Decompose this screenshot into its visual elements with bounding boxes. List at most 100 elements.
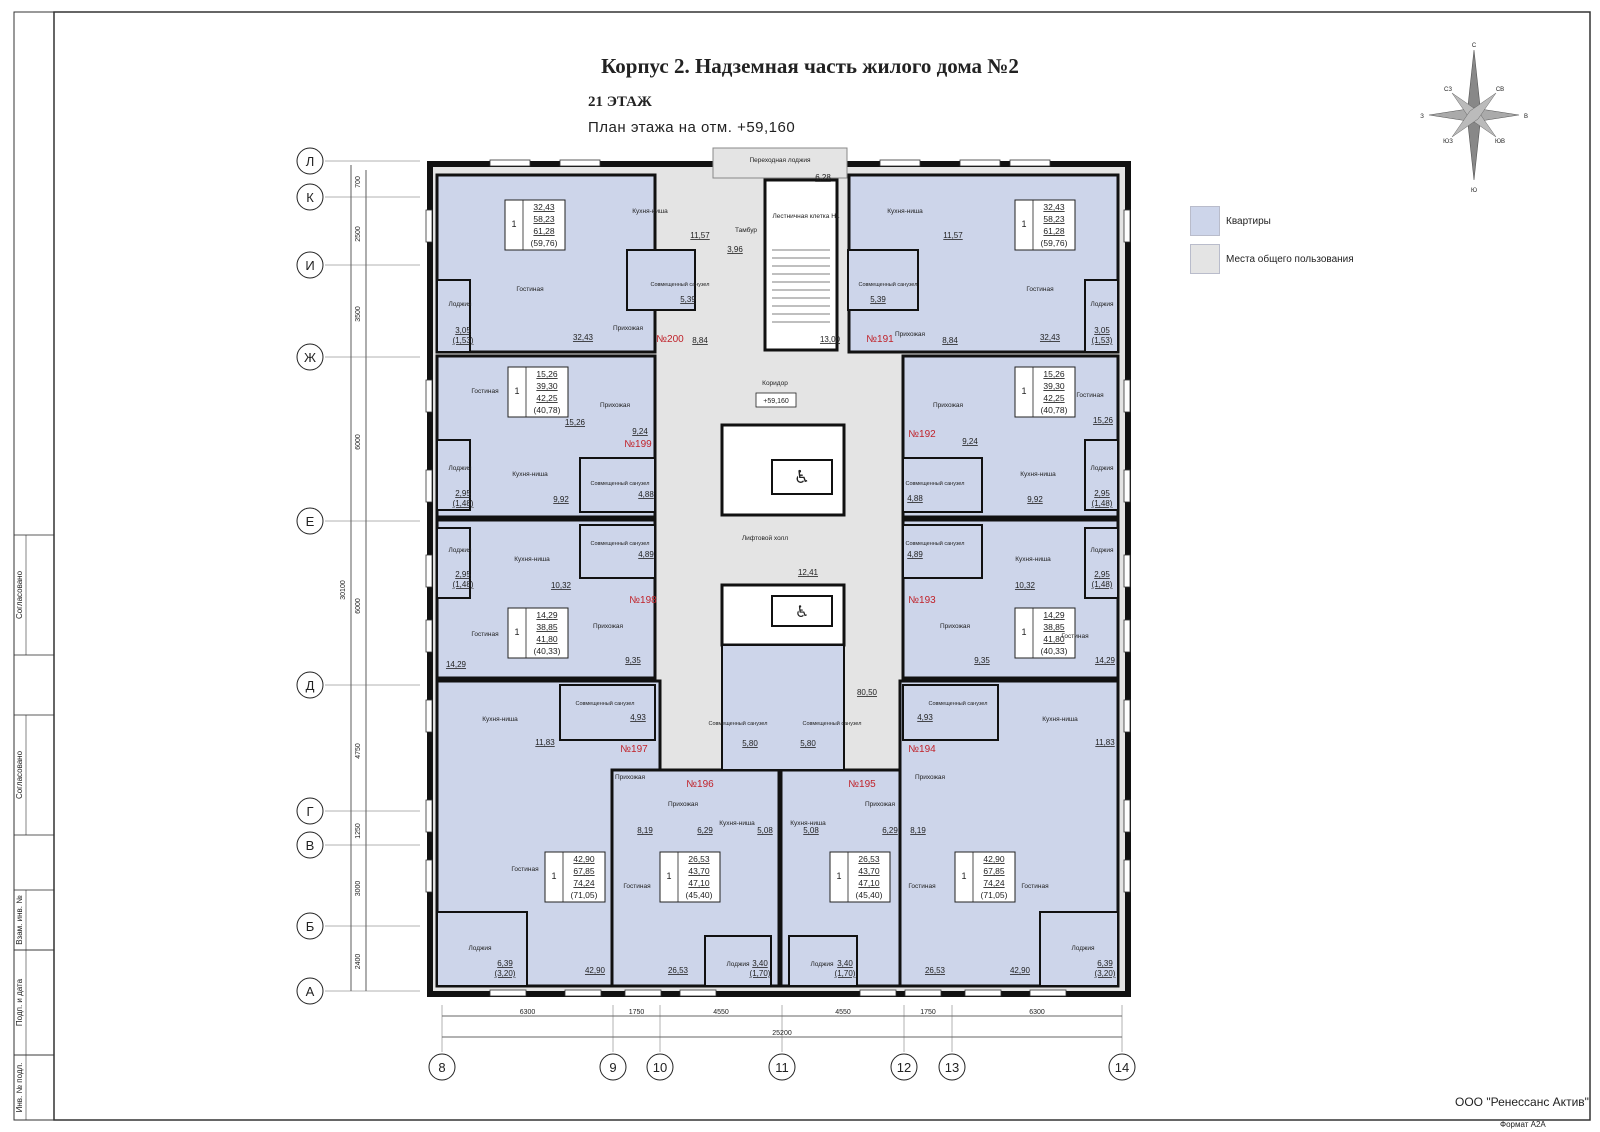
room-area-kitchen: 5,08	[757, 826, 773, 835]
row-axis-label: В	[306, 838, 315, 853]
col-axis-marker	[646, 1053, 674, 1081]
window	[425, 469, 433, 503]
room-label-loggia: Лоджия	[448, 465, 472, 472]
bathroom	[847, 249, 919, 311]
row-axis-label: И	[305, 258, 314, 273]
room-area-living: 15,26	[1093, 416, 1114, 425]
room-area-hall: 8,19	[637, 826, 653, 835]
room-label-kitchen: Кухня-ниша	[632, 208, 668, 215]
row-dimension-value: 6000	[355, 434, 362, 450]
room-label-living: Гостиная	[1061, 633, 1089, 640]
col-axis-label: 8	[438, 1060, 445, 1075]
apartment-stat-value: (59,76)	[531, 238, 558, 248]
window	[425, 379, 433, 413]
apartment-stat-value: 42,90	[983, 854, 1005, 864]
room-area-loggia: 3,40	[752, 959, 768, 968]
room-label-kitchen: Кухня-ниша	[887, 208, 923, 215]
room-area-bath: 5,80	[742, 739, 758, 748]
apartment-rooms-count: 1	[836, 871, 841, 881]
stair-shaft	[763, 178, 839, 352]
col-axis-marker	[890, 1053, 918, 1081]
room-label-bath: Совмещенный санузел	[905, 540, 964, 547]
apartment-rooms-count: 1	[551, 871, 556, 881]
apartment-rooms-count: 1	[1021, 386, 1026, 396]
stamp-label: Взам. инв. №	[15, 895, 24, 945]
apartment-stat-value: 61,28	[1043, 226, 1065, 236]
apartment-stat-value: 26,53	[688, 854, 710, 864]
room-area-kitchen: 11,57	[690, 231, 710, 240]
room-label-hall: Прихожая	[593, 623, 624, 630]
room-label-loggia: Лоджия	[1071, 945, 1095, 952]
loggia	[788, 935, 858, 987]
apartment-stat-box	[507, 366, 569, 418]
room-area-kitchen: 10,32	[551, 581, 572, 590]
room-area-living: 32,43	[573, 333, 594, 342]
compass-southwest: ЮЗ	[1443, 139, 1453, 145]
apartment-stat-value: 38,85	[536, 622, 558, 632]
compass-icon	[1451, 92, 1497, 138]
room-area-bath: 4,93	[630, 713, 646, 722]
col-dimension-value: 4550	[713, 1009, 729, 1016]
apartment-number: №198	[629, 595, 657, 606]
room-label-loggia: Лоджия	[1090, 547, 1114, 554]
room-label-bath: Совмещенный санузел	[590, 480, 649, 487]
row-dimension-value: 3000	[355, 881, 362, 897]
room-label-living: Гостиная	[511, 866, 539, 873]
col-dimension-value: 1750	[629, 1009, 645, 1016]
room-area-kitchen: 11,57	[943, 231, 963, 240]
window	[564, 989, 602, 997]
room-label-living: Гостиная	[471, 631, 499, 638]
apartment-stat-box	[1014, 199, 1076, 251]
apartment-stat-box	[507, 607, 569, 659]
window	[959, 159, 1001, 167]
stair-label: Лестничная клетка Н1	[772, 213, 839, 220]
apartment-stat-value: 67,85	[573, 866, 595, 876]
row-axis-marker	[296, 671, 324, 699]
room-label-hall: Прихожая	[940, 623, 971, 630]
apartment-stat-value: 43,70	[858, 866, 880, 876]
stamp-label: Подп. и дата	[15, 978, 24, 1026]
stamp-cell	[13, 714, 55, 836]
room-label-hall: Прихожая	[865, 801, 896, 808]
room-area-bath: 4,89	[638, 550, 654, 559]
wheelchair-icon: ♿	[794, 467, 810, 487]
apartment-stat-value: 67,85	[983, 866, 1005, 876]
apartment-stat-value: (45,40)	[856, 890, 883, 900]
apartment-stat-value: (40,33)	[1041, 646, 1068, 656]
compass-northwest: СЗ	[1444, 87, 1452, 93]
room-area-bath: 4,88	[907, 494, 923, 503]
loggia	[436, 911, 528, 987]
apartment-stat-value: 58,23	[533, 214, 555, 224]
col-axis-label: 13	[945, 1060, 959, 1075]
room-area-kitchen: 9,92	[553, 495, 569, 504]
room-label-bath: Совмещенный санузел	[928, 700, 987, 707]
lift-hall-area: 12,41	[798, 568, 819, 577]
room-label-kitchen: Кухня-ниша	[719, 820, 755, 827]
room-area-loggia-reduced: (1,70)	[750, 969, 771, 978]
bathroom	[559, 684, 656, 741]
apartment-stat-value: 43,70	[688, 866, 710, 876]
room-label-hall: Прихожая	[615, 774, 646, 781]
stamp-label: Согласовано	[15, 750, 24, 799]
apartment-stat-box	[659, 851, 721, 903]
apartment-stat-value: 15,26	[1043, 369, 1065, 379]
room-area-loggia: 6,39	[1097, 959, 1113, 968]
room-area-loggia-reduced: (1,53)	[1092, 336, 1113, 345]
apartment-stat-value: 39,30	[536, 381, 558, 391]
row-axis-label: К	[306, 190, 314, 205]
apartment-stat-value: 74,24	[573, 878, 595, 888]
room-label-living: Гостиная	[471, 388, 499, 395]
room-area-bath: 5,80	[800, 739, 816, 748]
row-dimension-value: 4750	[355, 743, 362, 759]
apartment-stat-value: 32,43	[533, 202, 555, 212]
room-area-loggia: 2,95	[1094, 489, 1110, 498]
room-area-kitchen: 10,32	[1015, 581, 1036, 590]
room-label-bath: Совмещенный санузел	[590, 540, 649, 547]
window	[859, 989, 897, 997]
room-area-living: 14,29	[1095, 656, 1116, 665]
stamp-cell	[13, 1054, 55, 1121]
row-axis-marker	[296, 831, 324, 859]
loggia	[436, 527, 471, 599]
col-axis-label: 10	[653, 1060, 667, 1075]
window	[425, 699, 433, 733]
